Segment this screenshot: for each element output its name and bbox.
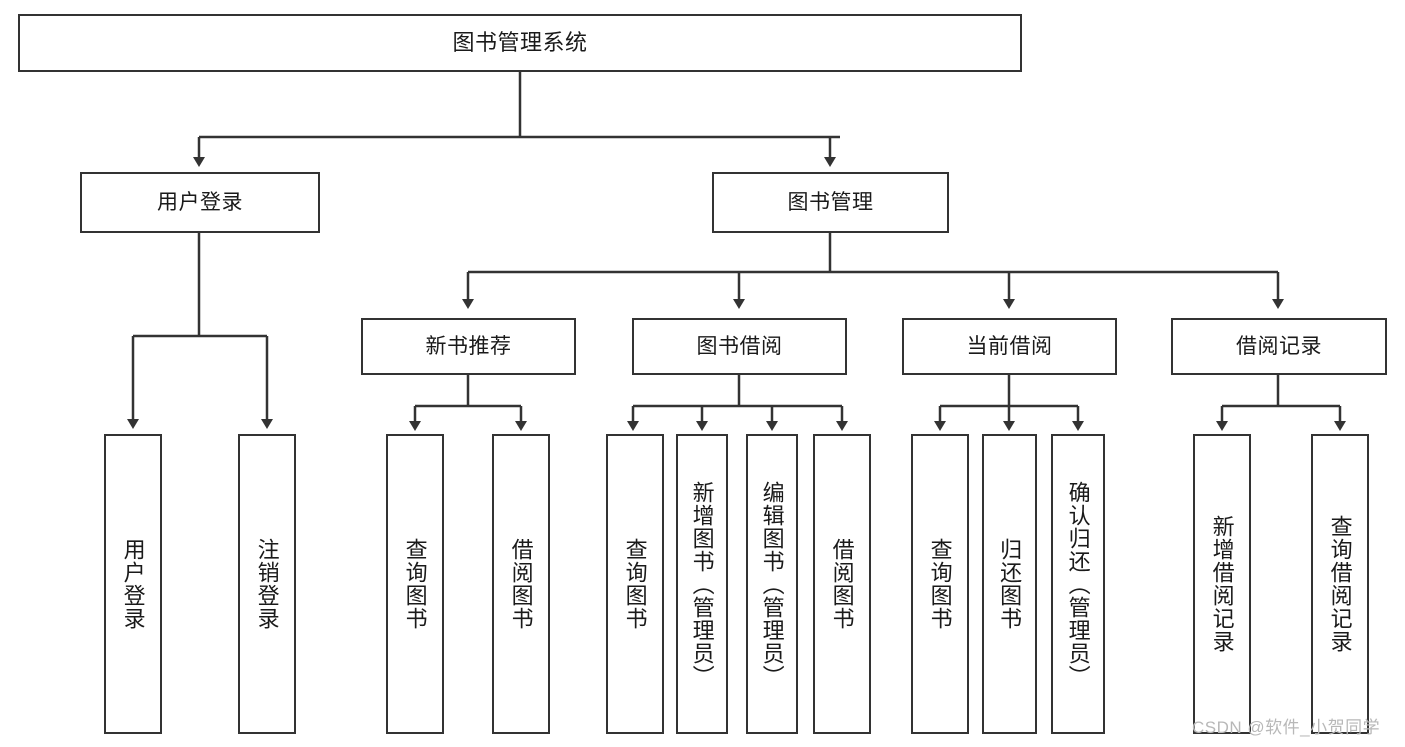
node-new-book-recommend-label: 新书推荐: [425, 334, 512, 358]
leaf-add-book-admin-label: 新增图书（管理员）: [689, 480, 715, 688]
leaf-add-borrow-record-label: 新增借阅记录: [1209, 515, 1235, 653]
leaf-edit-book-admin-label: 编辑图书（管理员）: [759, 480, 785, 688]
node-book-management[interactable]: 图书管理: [712, 172, 949, 233]
leaf-borrow-book-new[interactable]: 借阅图书: [492, 434, 550, 734]
leaf-add-book-admin[interactable]: 新增图书（管理员）: [676, 434, 728, 734]
leaf-query-borrow-record[interactable]: 查询借阅记录: [1311, 434, 1369, 734]
node-current-borrow-label: 当前借阅: [966, 334, 1053, 358]
leaf-query-book-current[interactable]: 查询图书: [911, 434, 969, 734]
node-root-label: 图书管理系统: [452, 29, 588, 55]
node-book-management-label: 图书管理: [787, 190, 874, 214]
leaf-logout-label: 注销登录: [254, 538, 280, 630]
node-borrow-record-label: 借阅记录: [1236, 334, 1322, 358]
leaf-query-book-new[interactable]: 查询图书: [386, 434, 444, 734]
leaf-return-book-label: 归还图书: [997, 538, 1023, 630]
node-root[interactable]: 图书管理系统: [18, 14, 1022, 72]
leaf-query-book-borrow[interactable]: 查询图书: [606, 434, 664, 734]
leaf-query-borrow-record-label: 查询借阅记录: [1327, 515, 1353, 653]
leaf-borrow-book[interactable]: 借阅图书: [813, 434, 871, 734]
node-current-borrow[interactable]: 当前借阅: [902, 318, 1117, 375]
leaf-logout[interactable]: 注销登录: [238, 434, 296, 734]
node-borrow-record[interactable]: 借阅记录: [1171, 318, 1387, 375]
leaf-confirm-return-admin[interactable]: 确认归还（管理员）: [1051, 434, 1105, 734]
leaf-confirm-return-admin-label: 确认归还（管理员）: [1065, 480, 1091, 688]
leaf-query-book-current-label: 查询图书: [927, 538, 953, 630]
leaf-borrow-book-new-label: 借阅图书: [508, 538, 534, 630]
leaf-edit-book-admin[interactable]: 编辑图书（管理员）: [746, 434, 798, 734]
node-user-login[interactable]: 用户登录: [80, 172, 320, 233]
leaf-borrow-book-label: 借阅图书: [829, 538, 855, 630]
leaf-return-book[interactable]: 归还图书: [982, 434, 1037, 734]
node-book-borrow[interactable]: 图书借阅: [632, 318, 847, 375]
node-new-book-recommend[interactable]: 新书推荐: [361, 318, 576, 375]
leaf-user-login-label: 用户登录: [120, 538, 146, 630]
node-book-borrow-label: 图书借阅: [696, 334, 783, 358]
watermark: CSDN @软件_小贺同学: [1192, 718, 1381, 737]
node-user-login-label: 用户登录: [157, 190, 243, 214]
leaf-add-borrow-record[interactable]: 新增借阅记录: [1193, 434, 1251, 734]
leaf-query-book-new-label: 查询图书: [402, 538, 428, 630]
leaf-query-book-borrow-label: 查询图书: [622, 538, 648, 630]
leaf-user-login[interactable]: 用户登录: [104, 434, 162, 734]
